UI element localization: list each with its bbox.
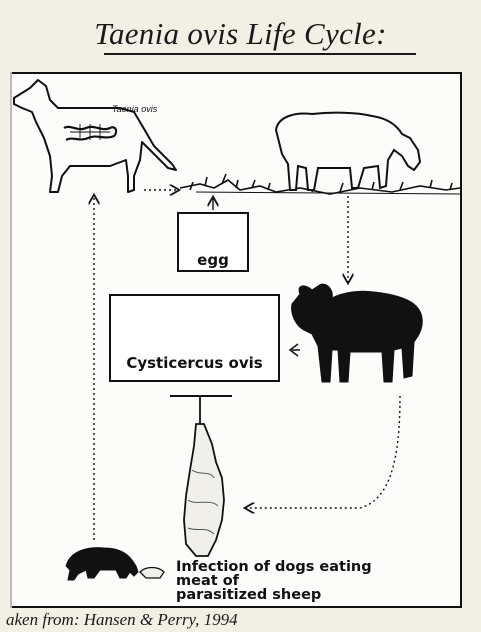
cysticercus-stage-box: Cysticercus ovis xyxy=(109,294,280,382)
infected-sheep-icon xyxy=(292,284,423,382)
cysticercus-label: Cysticercus ovis xyxy=(111,354,278,372)
dog-icon xyxy=(14,80,176,192)
caption-line-2: meat of xyxy=(176,574,436,588)
taenia-ovis-label: Taenia ovis xyxy=(112,104,157,114)
caption-line-3: parasitized sheep xyxy=(176,588,436,602)
source-citation: aken from: Hansen & Perry, 1994 xyxy=(6,610,238,630)
sheep-carcass-icon xyxy=(170,396,232,556)
dog-eating-icon xyxy=(66,548,164,580)
infection-caption: Infection of dogs eating meat of parasit… xyxy=(176,560,436,602)
egg-label: egg xyxy=(179,251,247,269)
grazing-sheep-icon xyxy=(276,113,420,190)
pasture-grass xyxy=(180,174,460,194)
sheep-to-cyst-arrow xyxy=(290,344,300,356)
caption-line-1: Infection of dogs eating xyxy=(176,560,436,574)
egg-stage-box: egg xyxy=(177,212,249,272)
